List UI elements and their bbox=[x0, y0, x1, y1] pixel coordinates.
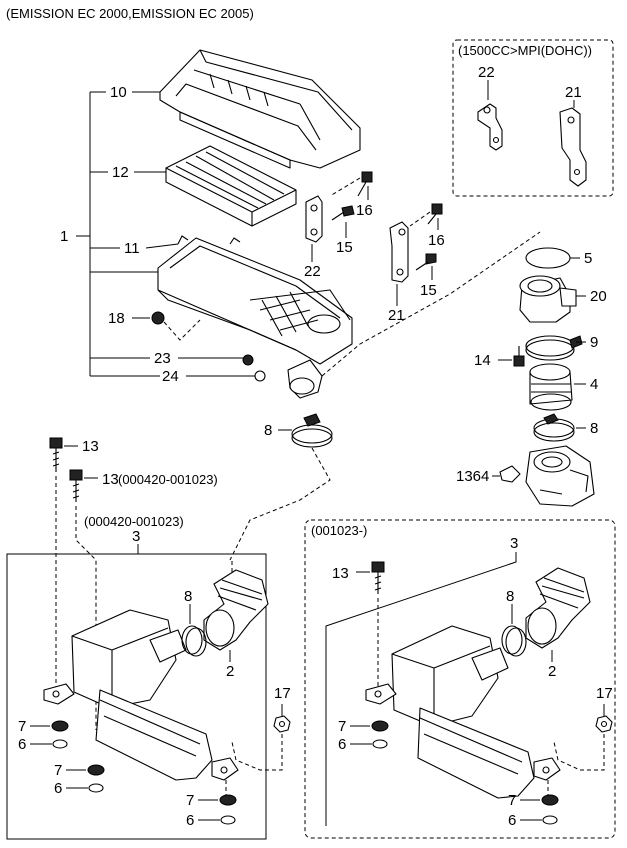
grommet-7c bbox=[219, 794, 237, 806]
label-10: 10 bbox=[110, 84, 127, 101]
assembly-bracket-1 bbox=[76, 91, 160, 377]
washer-6d bbox=[372, 739, 388, 749]
air-cleaner-housing-11 bbox=[157, 235, 353, 399]
clamp-8-right-lower bbox=[501, 625, 527, 657]
label-8-right: 8 bbox=[590, 420, 598, 437]
label-1364: 1364 bbox=[456, 468, 489, 485]
bolt-13-right bbox=[371, 561, 385, 594]
clip-24 bbox=[254, 370, 266, 382]
grommet-18 bbox=[151, 311, 201, 341]
label-4: 4 bbox=[590, 376, 598, 393]
washer-6b bbox=[88, 783, 104, 793]
label-22-inset: 22 bbox=[478, 64, 495, 81]
intake-hose-2-right bbox=[525, 567, 591, 649]
label-7b: 7 bbox=[54, 762, 62, 779]
bolt-16b bbox=[427, 203, 443, 225]
label-6c: 6 bbox=[186, 812, 194, 829]
label-21-inset: 21 bbox=[565, 84, 582, 101]
label-18: 18 bbox=[108, 310, 125, 327]
washer-6a bbox=[52, 739, 68, 749]
label-20: 20 bbox=[590, 288, 607, 305]
label-3-right: 3 bbox=[510, 535, 518, 552]
bracket-21 bbox=[389, 221, 409, 283]
clamp-8-right bbox=[533, 413, 575, 442]
label-2-left: 2 bbox=[226, 663, 234, 680]
label-6a: 6 bbox=[18, 736, 26, 753]
clamp-9 bbox=[525, 335, 583, 361]
label-2-right: 2 bbox=[548, 663, 556, 680]
airflow-sensor-20 bbox=[519, 275, 577, 323]
grommet-7e bbox=[541, 794, 559, 806]
label-13-right: 13 bbox=[332, 565, 349, 582]
label-16b: 16 bbox=[428, 232, 445, 249]
hose-4 bbox=[529, 363, 573, 411]
grommet-23 bbox=[242, 354, 254, 366]
label-7c: 7 bbox=[186, 792, 194, 809]
bolt-16a bbox=[357, 171, 373, 197]
label-7d: 7 bbox=[338, 718, 346, 735]
gasket-5 bbox=[525, 247, 571, 269]
label-8-right-lower: 8 bbox=[506, 588, 514, 605]
grommet-7b bbox=[87, 764, 105, 776]
lower-right-title: (001023-) bbox=[311, 523, 367, 538]
lower-left-title: (000420-001023) bbox=[84, 514, 184, 529]
label-13b-range: (000420-001023) bbox=[118, 472, 218, 487]
lower-left-box bbox=[6, 553, 267, 840]
intake-duct-left bbox=[43, 609, 239, 781]
throttle-body-1364 bbox=[499, 445, 595, 507]
label-15a: 15 bbox=[336, 239, 353, 256]
filter-element-12 bbox=[165, 145, 297, 227]
label-17-left: 17 bbox=[274, 685, 291, 702]
bracket-21-inset bbox=[559, 107, 587, 187]
label-6b: 6 bbox=[54, 780, 62, 797]
label-6e: 6 bbox=[508, 812, 516, 829]
intake-hose-2-left bbox=[203, 569, 269, 651]
washer-6e bbox=[542, 815, 558, 825]
label-8-middle: 8 bbox=[264, 422, 272, 439]
nut-17-left bbox=[273, 715, 291, 733]
label-7a: 7 bbox=[18, 718, 26, 735]
label-8-left: 8 bbox=[184, 588, 192, 605]
washer-6c bbox=[220, 815, 236, 825]
bolt-13a bbox=[49, 437, 63, 472]
grommet-7a bbox=[51, 720, 69, 732]
label-9: 9 bbox=[590, 334, 598, 351]
label-13b: 13 bbox=[102, 471, 119, 488]
label-3-left: 3 bbox=[132, 528, 140, 545]
inset-box bbox=[452, 39, 614, 197]
label-1: 1 bbox=[60, 228, 68, 245]
intake-duct-right bbox=[365, 625, 561, 799]
label-23: 23 bbox=[154, 350, 171, 367]
inset-title: (1500CC>MPI(DOHC)) bbox=[458, 43, 592, 58]
label-13a: 13 bbox=[82, 438, 99, 455]
label-15b: 15 bbox=[420, 282, 437, 299]
nut-17-right bbox=[595, 715, 613, 733]
label-21: 21 bbox=[388, 307, 405, 324]
label-11: 11 bbox=[124, 240, 140, 257]
label-22: 22 bbox=[304, 263, 321, 280]
grommet-7d bbox=[371, 720, 389, 732]
clamp-8-left bbox=[181, 625, 207, 657]
air-cleaner-cover-10 bbox=[159, 49, 361, 169]
lower-right-box bbox=[304, 519, 616, 839]
label-12: 12 bbox=[112, 164, 129, 181]
label-14: 14 bbox=[474, 352, 491, 369]
bracket-22-inset bbox=[477, 103, 503, 151]
label-6d: 6 bbox=[338, 736, 346, 753]
label-17-right: 17 bbox=[596, 685, 613, 702]
label-24: 24 bbox=[162, 368, 179, 385]
label-16a: 16 bbox=[356, 202, 373, 219]
label-5: 5 bbox=[584, 250, 592, 267]
label-7e: 7 bbox=[508, 792, 516, 809]
bolt-15b bbox=[415, 253, 437, 271]
screw-14 bbox=[513, 346, 525, 367]
clamp-8-middle bbox=[291, 413, 333, 448]
bolt-15a bbox=[331, 205, 355, 221]
bolt-13b bbox=[69, 469, 83, 502]
diagram-title: (EMISSION EC 2000,EMISSION EC 2005) bbox=[6, 6, 254, 21]
bracket-22 bbox=[305, 195, 323, 243]
